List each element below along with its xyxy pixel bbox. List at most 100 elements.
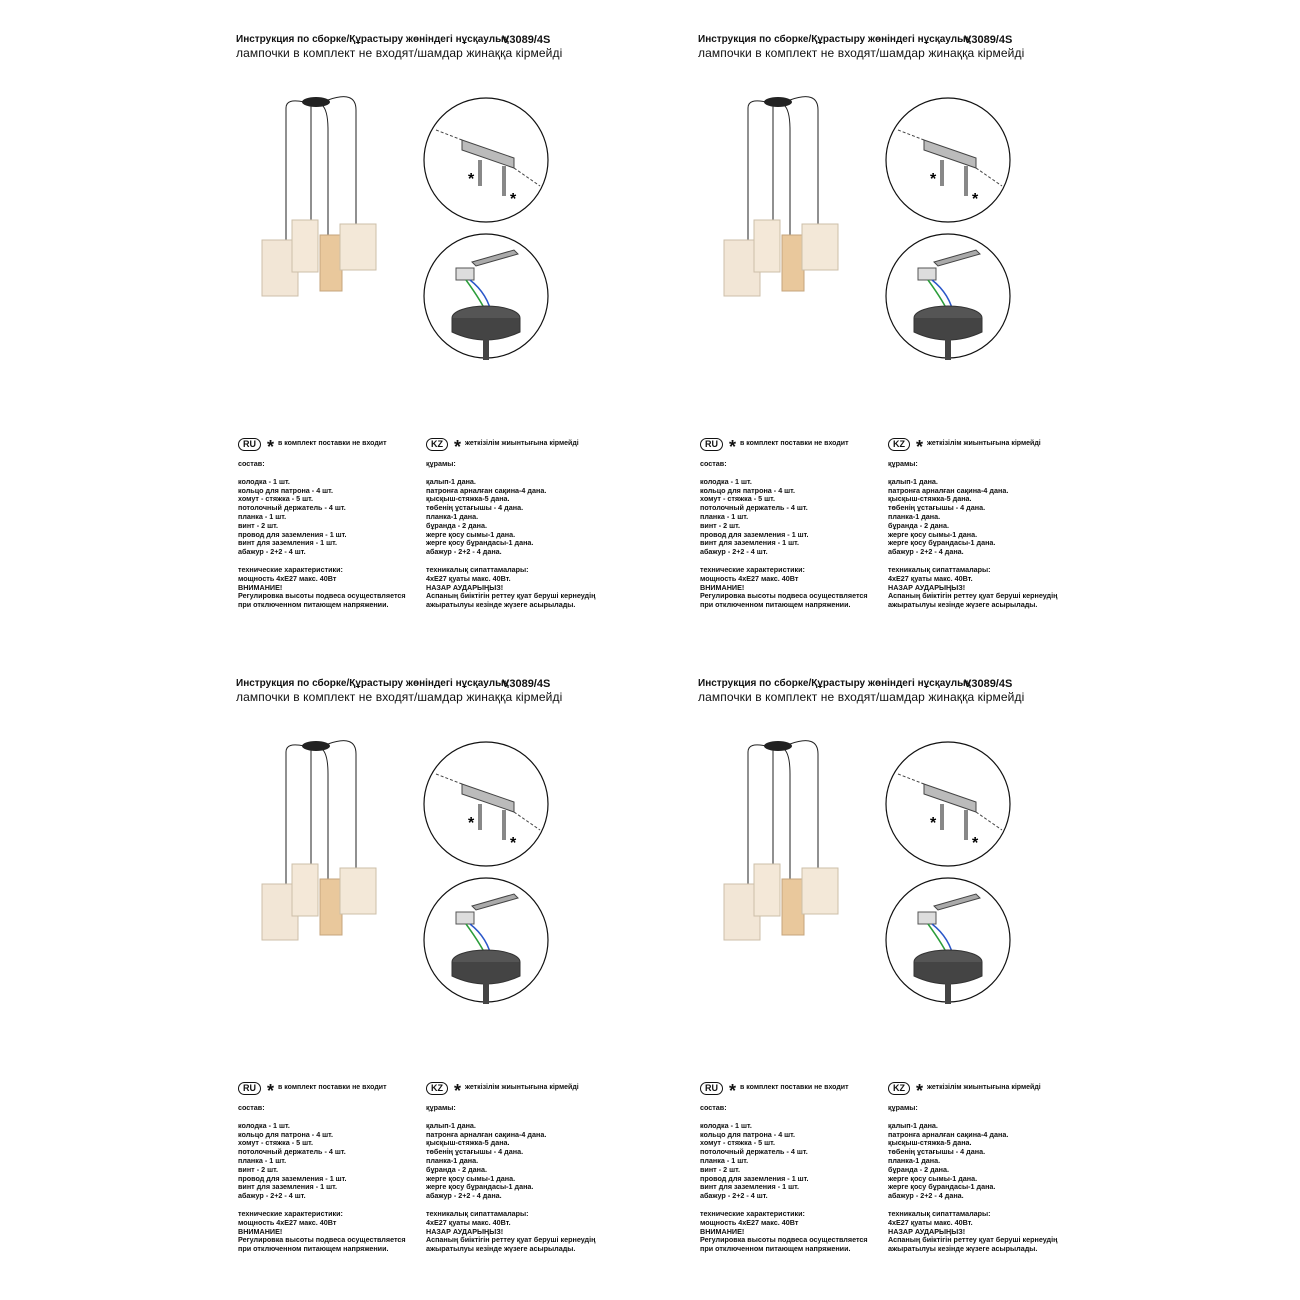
model-number: V3089/4S: [502, 678, 551, 690]
ru-warning-line: при отключенном питающем напряжении.: [700, 600, 851, 610]
list-item: хомут - стяжка - 5 шт.: [700, 494, 775, 504]
kz-not-included-note: жеткізілім жиынтығына кірмейді: [927, 1083, 1041, 1091]
kz-language-badge: KZ: [426, 1081, 448, 1095]
ru-warning-line: Регулировка высоты подвеса осуществляетс…: [700, 1235, 868, 1245]
kz-composition-title: құрамы:: [426, 459, 456, 468]
list-item: кольцо для патрона - 4 шт.: [700, 1129, 796, 1139]
ru-warning-title: ВНИМАНИЕ!: [238, 582, 283, 592]
list-item: винт для заземления - 1 шт.: [700, 1182, 799, 1192]
list-item: планка - 1 шт.: [238, 1155, 287, 1165]
ceiling-cup-wiring-diagram: [885, 877, 1011, 1004]
kz-warning-line: ажыратылуы кезінде жүзеге асырылады.: [426, 600, 576, 610]
pendant-lamp-illustration: [261, 740, 377, 941]
ru-language-badge: RU: [700, 1081, 723, 1095]
ru-warning-line: Регулировка высоты подвеса осуществляетс…: [238, 591, 406, 601]
list-item: кольцо для патрона - 4 шт.: [700, 485, 796, 495]
page-title: Инструкция по сборке/Құрастыру жөніндегі…: [236, 678, 509, 689]
kz-not-included-note: жеткізілім жиынтығына кірмейді: [927, 439, 1041, 447]
list-item: колодка - 1 шт.: [700, 1120, 752, 1130]
list-item: планка-1 дана.: [426, 511, 479, 521]
list-item: провод для заземления - 1 шт.: [238, 529, 347, 539]
kz-composition-title: құрамы:: [426, 1103, 456, 1112]
list-item: абажур - 2+2 - 4 дана.: [888, 547, 964, 557]
list-item: планка-1 дана.: [426, 1155, 479, 1165]
ru-warning-line: при отключенном питающем напряжении.: [700, 1244, 851, 1254]
list-item: төбенің ұстағышы - 4 дана.: [426, 1147, 524, 1157]
list-item: қалып-1 дана.: [426, 476, 476, 486]
list-item: патронға арналған сақина-4 дана.: [888, 1129, 1009, 1139]
kz-power: 4хЕ27 қуаты макс. 40Вт.: [426, 573, 511, 583]
ru-composition-title: состав:: [238, 459, 265, 468]
ru-section: RU * в комплект поставки не входит соста…: [700, 1080, 900, 1254]
page-title: Инструкция по сборке/Құрастыру жөніндегі…: [236, 34, 509, 45]
ru-not-included-note: в комплект поставки не входит: [740, 439, 849, 447]
kz-power: 4хЕ27 қуаты макс. 40Вт.: [888, 1217, 973, 1227]
page-subtitle: лампочки в комплект не входят/шамдар жин…: [698, 46, 1025, 60]
list-item: бұранда - 2 дана.: [426, 520, 488, 530]
list-item: қысқыш-стяжка-5 дана.: [426, 494, 510, 504]
kz-section: KZ * жеткізілім жиынтығына кірмейді құра…: [426, 436, 636, 610]
kz-language-badge: KZ: [888, 437, 910, 451]
kz-warning-line: Аспаның биіктігін реттеу қуат беруші кер…: [426, 1235, 596, 1245]
asterisk-icon: *: [454, 437, 462, 457]
list-item: хомут - стяжка - 5 шт.: [700, 1138, 775, 1148]
list-item: планка - 1 шт.: [700, 511, 749, 521]
kz-warning-title: НАЗАР АУДАРЫҢЫЗ!: [426, 1226, 504, 1236]
model-number: V3089/4S: [502, 34, 551, 46]
ru-power: мощность 4хЕ27 макс. 40Вт: [700, 1217, 799, 1227]
list-item: винт - 2 шт.: [238, 1164, 278, 1174]
ru-warning-line: при отключенном питающем напряжении.: [238, 1244, 389, 1254]
asterisk-icon: *: [729, 1081, 737, 1101]
list-item: қысқыш-стяжка-5 дана.: [426, 1138, 510, 1148]
asterisk-icon: *: [454, 1081, 462, 1101]
svg-text:*: *: [510, 191, 517, 208]
ru-language-badge: RU: [238, 1081, 261, 1095]
list-item: абажур - 2+2 - 4 шт.: [238, 1191, 306, 1201]
list-item: планка - 1 шт.: [238, 511, 287, 521]
kz-specs-title: техникалық сипаттамалары:: [426, 564, 529, 574]
svg-text:*: *: [468, 171, 475, 188]
list-item: планка - 1 шт.: [700, 1155, 749, 1165]
instruction-panel: Инструкция по сборке/Құрастыру жөніндегі…: [236, 34, 676, 634]
kz-section: KZ * жеткізілім жиынтығына кірмейді құра…: [888, 1080, 1098, 1254]
list-item: винт - 2 шт.: [700, 520, 740, 530]
ru-composition-title: состав:: [238, 1103, 265, 1112]
ru-specs-title: технические характеристики:: [238, 1208, 343, 1218]
list-item: қалып-1 дана.: [888, 476, 938, 486]
ru-power: мощность 4хЕ27 макс. 40Вт: [700, 573, 799, 583]
kz-warning-title: НАЗАР АУДАРЫҢЫЗ!: [888, 1226, 966, 1236]
list-item: абажур - 2+2 - 4 шт.: [700, 1191, 768, 1201]
list-item: жерге қосу сымы-1 дана.: [888, 529, 978, 539]
page-title: Инструкция по сборке/Құрастыру жөніндегі…: [698, 678, 971, 689]
bracket-mounting-diagram: * *: [423, 97, 549, 223]
list-item: жерге қосу бұрандасы-1 дана.: [888, 1182, 996, 1192]
ru-power: мощность 4хЕ27 макс. 40Вт: [238, 1217, 337, 1227]
page-subtitle: лампочки в комплект не входят/шамдар жин…: [698, 690, 1025, 704]
ru-warning-title: ВНИМАНИЕ!: [238, 1226, 283, 1236]
list-item: планка-1 дана.: [888, 1155, 941, 1165]
list-item: жерге қосу бұрандасы-1 дана.: [888, 538, 996, 548]
pendant-lamp-illustration: [723, 740, 839, 941]
ru-specs-title: технические характеристики:: [700, 564, 805, 574]
ru-warning-title: ВНИМАНИЕ!: [700, 1226, 745, 1236]
kz-warning-title: НАЗАР АУДАРЫҢЫЗ!: [426, 582, 504, 592]
ceiling-cup-wiring-diagram: [423, 877, 549, 1004]
kz-warning-line: Аспаның биіктігін реттеу қуат беруші кер…: [426, 591, 596, 601]
list-item: винт - 2 шт.: [700, 1164, 740, 1174]
list-item: төбенің ұстағышы - 4 дана.: [426, 503, 524, 513]
page-subtitle: лампочки в комплект не входят/шамдар жин…: [236, 690, 563, 704]
asterisk-icon: *: [916, 437, 924, 457]
list-item: винт для заземления - 1 шт.: [700, 538, 799, 548]
list-item: жерге қосу сымы-1 дана.: [426, 1173, 516, 1183]
model-number: V3089/4S: [964, 34, 1013, 46]
bracket-mounting-diagram: * *: [885, 97, 1011, 223]
list-item: кольцо для патрона - 4 шт.: [238, 1129, 334, 1139]
instruction-panel: Инструкция по сборке/Құрастыру жөніндегі…: [698, 34, 1138, 634]
list-item: потолочный держатель - 4 шт.: [700, 503, 808, 513]
kz-composition-title: құрамы:: [888, 459, 918, 468]
ru-not-included-note: в комплект поставки не входит: [278, 439, 387, 447]
ru-specs-title: технические характеристики:: [700, 1208, 805, 1218]
svg-text:*: *: [468, 815, 475, 832]
list-item: жерге қосу сымы-1 дана.: [426, 529, 516, 539]
ru-not-included-note: в комплект поставки не входит: [278, 1083, 387, 1091]
